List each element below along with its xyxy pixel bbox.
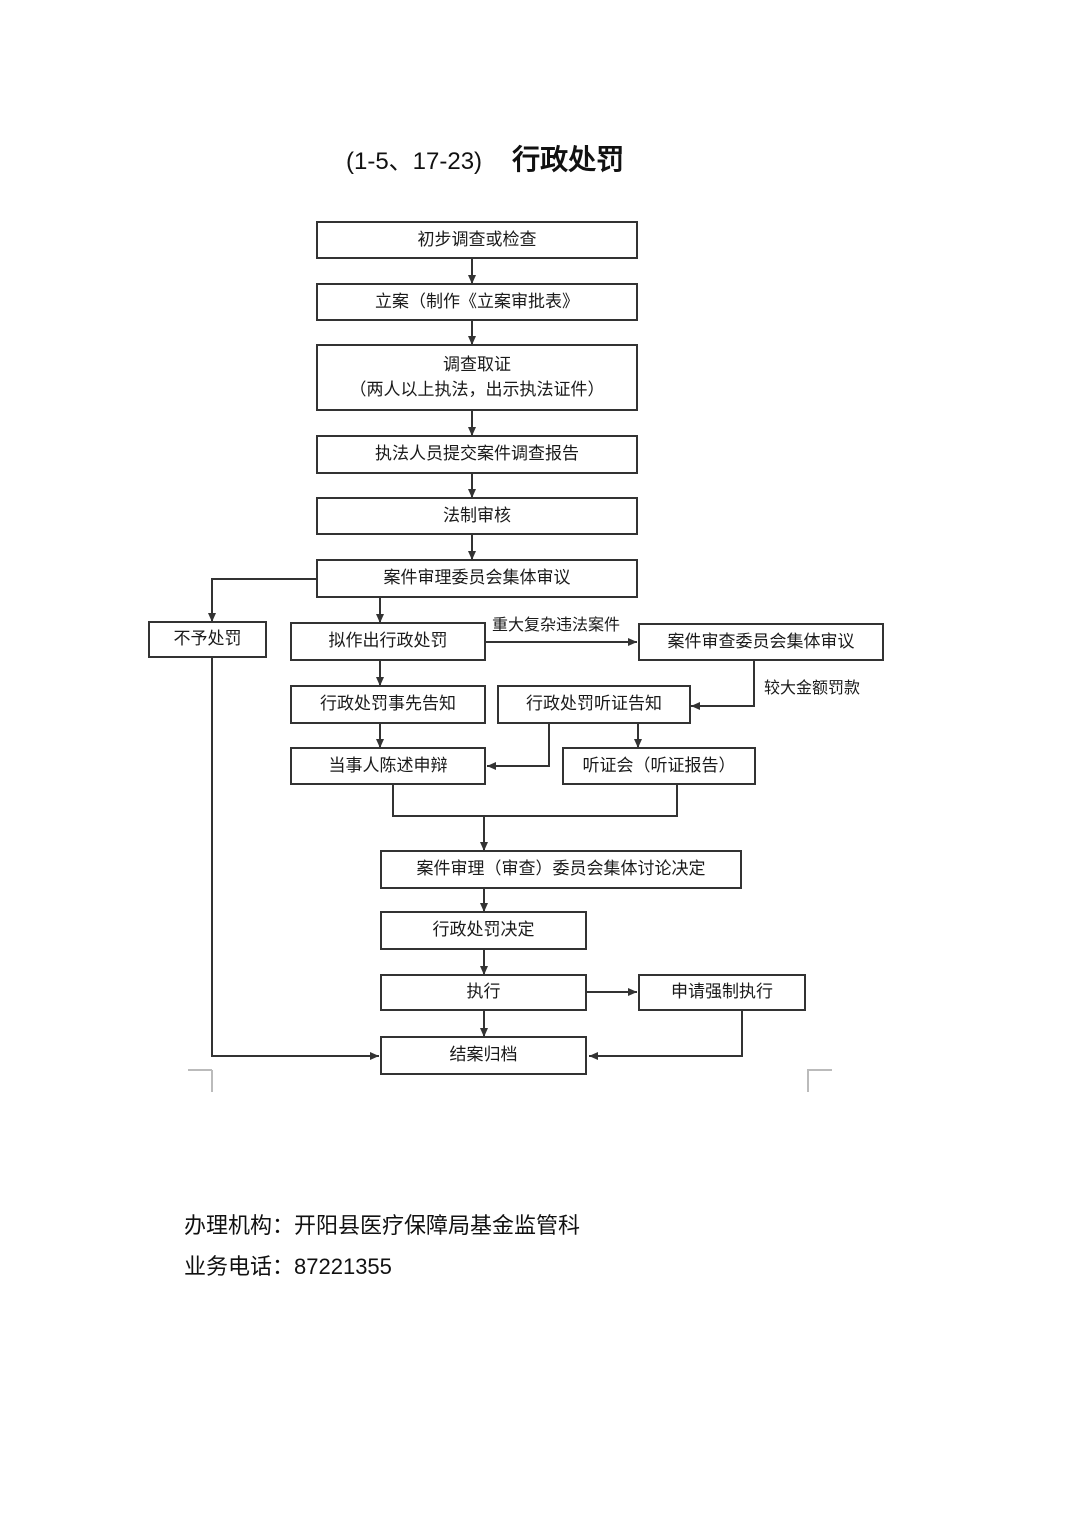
node-submit-report: 执法人员提交案件调查报告 <box>316 435 638 474</box>
line-statement-merge <box>392 785 678 817</box>
footer-phone-value: 87221355 <box>294 1254 392 1279</box>
node-committee-review: 案件审理委员会集体审议 <box>316 559 638 598</box>
node-initial-investigation: 初步调查或检查 <box>316 221 638 259</box>
node-investigate-title: 调查取证 <box>443 354 511 375</box>
title-code: (1-5、17-23) <box>346 147 483 175</box>
page-title: (1-5、17-23) 行政处罚 <box>346 138 766 178</box>
arrow-committee-to-no-penalty <box>208 578 317 622</box>
node-prior-notice: 行政处罚事先告知 <box>290 685 486 724</box>
crop-marks <box>188 1069 832 1092</box>
footer-phone: 业务电话：87221355 <box>184 1249 392 1281</box>
node-close-archive: 结案归档 <box>380 1036 587 1075</box>
edge-label-large-fine: 较大金额罚款 <box>764 678 861 697</box>
node-propose-penalty: 拟作出行政处罚 <box>290 622 486 661</box>
footer-phone-label: 业务电话： <box>184 1255 295 1280</box>
node-investigate: 调查取证 （两人以上执法，出示执法证件） <box>316 344 638 411</box>
arrow-enforcement-to-archive <box>589 1011 743 1060</box>
arrow-hearing-notice-to-statement <box>487 724 550 770</box>
footer-org-value: 开阳县医疗保障局基金监管科 <box>294 1214 581 1239</box>
node-no-penalty: 不予处罚 <box>148 621 267 658</box>
title-name: 行政处罚 <box>512 143 625 176</box>
node-review-committee: 案件审查委员会集体审议 <box>638 623 884 661</box>
node-apply-enforcement: 申请强制执行 <box>638 974 806 1011</box>
node-collective-decision: 案件审理（审查）委员会集体讨论决定 <box>380 850 742 889</box>
edge-label-major-complex: 重大复杂违法案件 <box>492 615 621 634</box>
node-execute: 执行 <box>380 974 587 1011</box>
node-penalty-decision: 行政处罚决定 <box>380 911 587 950</box>
node-statement-defense: 当事人陈述申辩 <box>290 747 486 785</box>
node-legal-review: 法制审核 <box>316 497 638 535</box>
arrow-no-penalty-to-archive <box>211 658 379 1060</box>
footer-org-label: 办理机构： <box>184 1214 295 1239</box>
node-file-case: 立案（制作《立案审批表》 <box>316 283 638 321</box>
arrow-review-committee-to-hearing-notice <box>691 661 755 710</box>
footer-org: 办理机构：开阳县医疗保障局基金监管科 <box>184 1208 580 1240</box>
node-hearing: 听证会（听证报告） <box>562 747 756 785</box>
node-hearing-notice: 行政处罚听证告知 <box>497 685 691 724</box>
node-investigate-note: （两人以上执法，出示执法证件） <box>349 379 605 400</box>
